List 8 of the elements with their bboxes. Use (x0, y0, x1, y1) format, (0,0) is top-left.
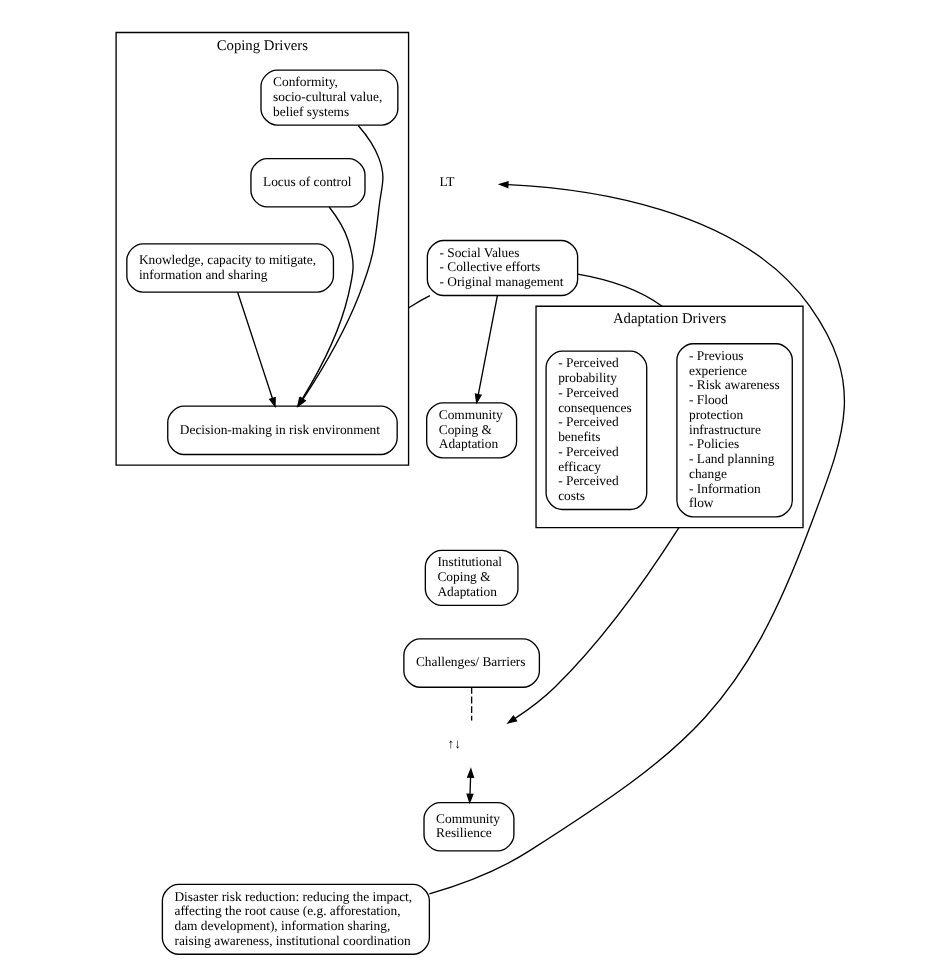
arrow (235, 291, 275, 409)
connector (576, 273, 662, 307)
arrow (465, 767, 474, 805)
connector (469, 686, 472, 722)
arrow (427, 180, 844, 895)
connector (406, 294, 430, 309)
arrow (505, 526, 679, 724)
arrow (473, 295, 498, 405)
